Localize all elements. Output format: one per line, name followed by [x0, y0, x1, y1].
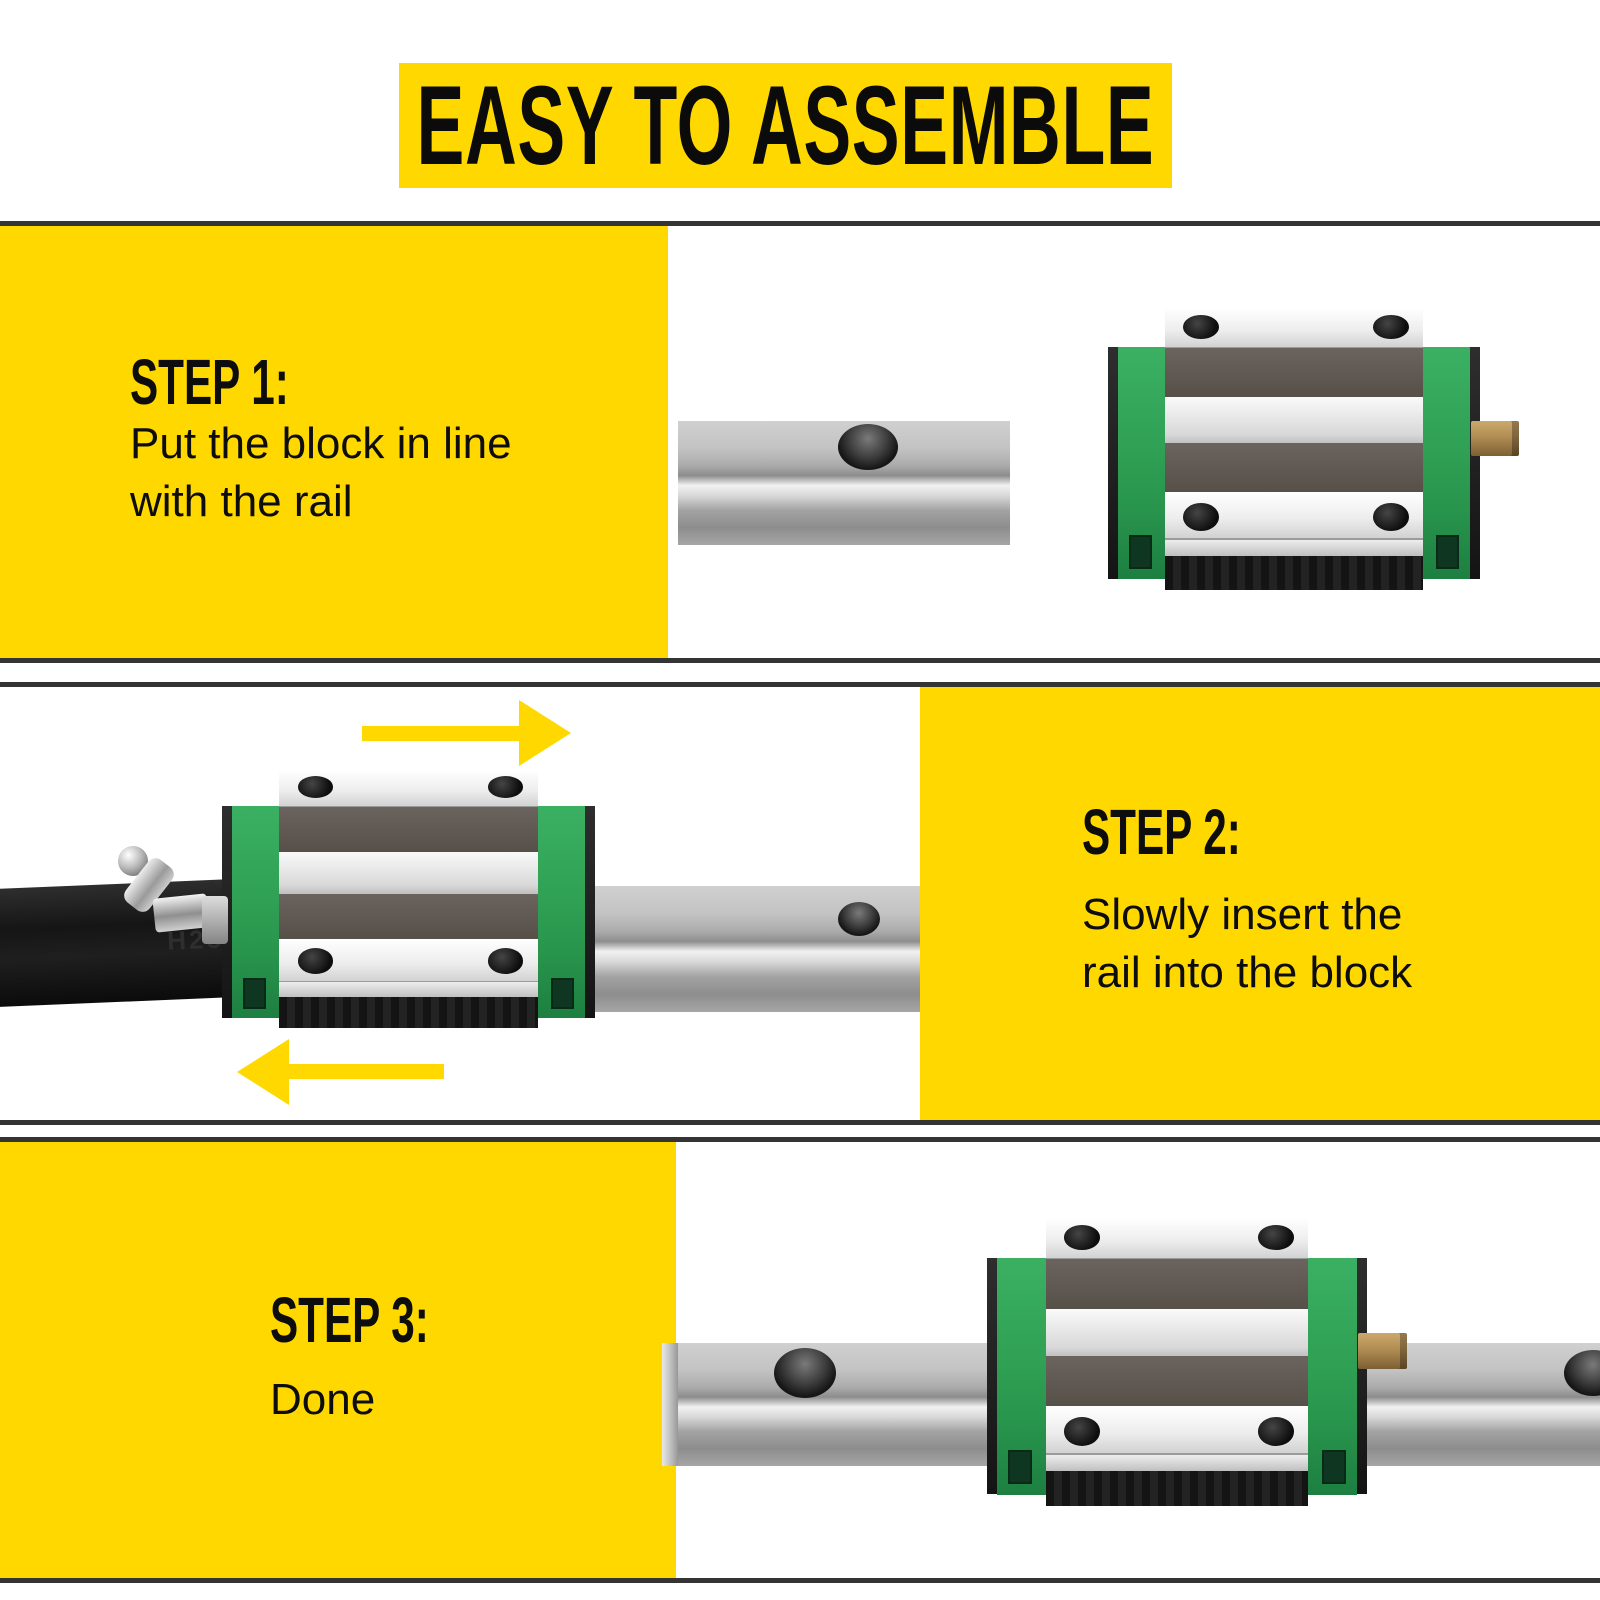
- block-dark-stripe: [279, 806, 538, 853]
- brass-pin: [1357, 1333, 1407, 1370]
- block-top-plate: [279, 770, 538, 808]
- divider-line: [0, 682, 1600, 687]
- carriage-block-photo: [222, 770, 595, 1028]
- rail-segment-photo: [590, 886, 920, 1012]
- block-lower-strip: [1165, 539, 1423, 557]
- bolt-hole: [1063, 1417, 1101, 1446]
- arrow-right-icon: [362, 726, 520, 741]
- block-bottom-plate: [1165, 492, 1423, 541]
- page-title: EASY TO ASSEMBLE: [416, 62, 1155, 188]
- divider-line: [0, 221, 1600, 226]
- divider-line: [0, 1578, 1600, 1583]
- block-silver-stripe: [279, 851, 538, 895]
- bolt-hole: [1183, 314, 1219, 339]
- divider-line: [0, 1137, 1600, 1142]
- carriage-block-photo: [1108, 308, 1520, 590]
- bolt-hole: [1373, 502, 1409, 531]
- block-lower-strip: [1045, 1454, 1309, 1472]
- block-bottom-plate: [1045, 1406, 1309, 1456]
- grease-nipple-icon: [202, 896, 228, 944]
- block-dark-stripe: [279, 893, 538, 940]
- block-slot: [551, 977, 575, 1009]
- block-lower-strip: [279, 982, 538, 998]
- arrow-right-icon: [519, 700, 571, 766]
- block-edge: [987, 1258, 999, 1495]
- bolt-hole: [297, 776, 334, 799]
- bolt-hole: [487, 776, 524, 799]
- rail-mounting-hole: [774, 1348, 836, 1398]
- step2-panel: [920, 687, 1600, 1120]
- arrow-left-icon: [288, 1064, 444, 1079]
- arrow-left-icon: [237, 1039, 289, 1105]
- block-dark-stripe: [1165, 348, 1423, 398]
- block-dark-stripe: [1045, 1258, 1309, 1310]
- block-bottom-plate: [279, 938, 538, 983]
- block-silver-stripe: [1165, 397, 1423, 444]
- block-edge: [1108, 347, 1120, 579]
- block-edge: [1355, 1258, 1367, 1495]
- bolt-hole: [1063, 1225, 1101, 1250]
- block-top-plate: [1045, 1218, 1309, 1261]
- block-slot: [242, 977, 266, 1009]
- rail-mounting-hole: [1564, 1350, 1600, 1396]
- block-base: [279, 997, 538, 1028]
- bolt-hole: [1183, 502, 1219, 531]
- bolt-hole: [487, 948, 524, 974]
- block-base: [1045, 1471, 1309, 1506]
- step1-label: STEP 1:: [130, 346, 289, 418]
- brass-pin: [1470, 420, 1520, 457]
- step2-label: STEP 2:: [1082, 796, 1241, 868]
- rail-end-face: [662, 1343, 678, 1466]
- rail-mounting-hole: [838, 424, 898, 470]
- step1-description: Put the block in line with the rail: [130, 419, 512, 526]
- step3-panel: [0, 1142, 676, 1578]
- block-silver-stripe: [1045, 1309, 1309, 1357]
- bolt-hole: [1257, 1417, 1295, 1446]
- carriage-block-photo: [987, 1218, 1407, 1506]
- step3-description: Done: [270, 1375, 376, 1424]
- block-slot: [1322, 1449, 1346, 1485]
- block-edge: [1468, 347, 1480, 579]
- divider-line: [0, 658, 1600, 663]
- block-slot: [1128, 535, 1152, 569]
- block-slot: [1008, 1449, 1032, 1485]
- block-top-plate: [1165, 308, 1423, 350]
- bolt-hole: [1373, 314, 1409, 339]
- block-base: [1165, 556, 1423, 590]
- divider-line: [0, 1120, 1600, 1125]
- step1-panel: [0, 226, 668, 658]
- rail-segment-photo: [678, 421, 1010, 545]
- rail-mounting-hole: [838, 902, 880, 936]
- step3-label: STEP 3:: [270, 1284, 429, 1356]
- step2-description: Slowly insert the rail into the block: [1082, 890, 1413, 997]
- title-banner: EASY TO ASSEMBLE: [399, 63, 1172, 188]
- block-dark-stripe: [1045, 1356, 1309, 1407]
- bolt-hole: [297, 948, 334, 974]
- bolt-hole: [1257, 1225, 1295, 1250]
- block-slot: [1436, 535, 1460, 569]
- block-edge: [583, 806, 595, 1018]
- block-dark-stripe: [1165, 443, 1423, 493]
